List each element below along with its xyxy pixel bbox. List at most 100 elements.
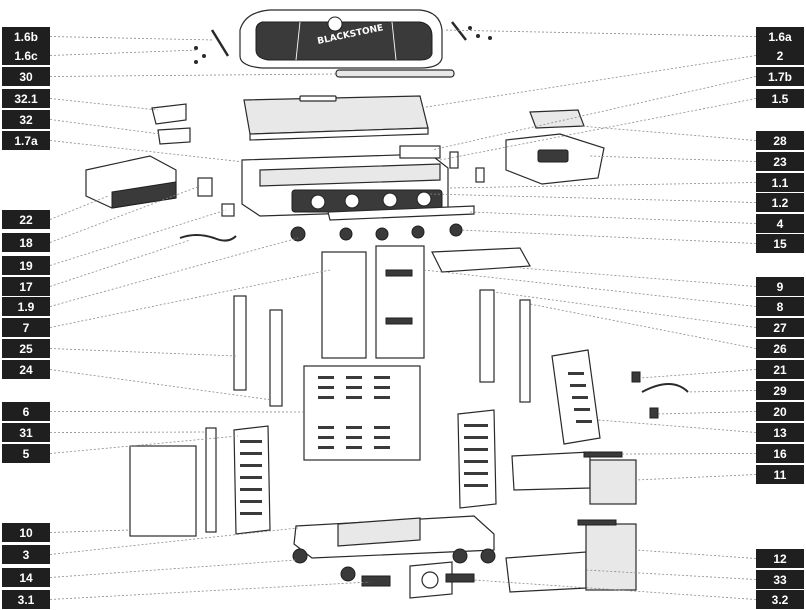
callout-number: 18 (19, 236, 33, 250)
callout-number: 5 (23, 447, 30, 461)
leader-line (49, 369, 273, 401)
callout-box (2, 523, 50, 542)
callout-box (2, 110, 50, 129)
callout-box (756, 297, 804, 316)
part-callout-17: 17 (2, 277, 50, 296)
callout-box (756, 318, 804, 337)
callout-number: 1.1 (772, 176, 789, 190)
part-callout-32-1: 32.1 (2, 89, 50, 108)
callout-box (2, 27, 50, 46)
griddle-plate (243, 95, 429, 141)
callout-box (2, 318, 50, 337)
callout-box (756, 131, 804, 150)
callout-box (2, 256, 50, 275)
callout-box (756, 339, 804, 358)
part-callout-19: 19 (2, 256, 50, 275)
part-callout-1-6c: 1.6c (2, 46, 50, 65)
part-callout-15: 15 (756, 234, 804, 253)
leader-line (49, 98, 159, 111)
leader-line (429, 193, 757, 203)
part-callout-32: 32 (2, 110, 50, 129)
callout-box (2, 339, 50, 358)
part-callout-21: 21 (756, 360, 804, 379)
callout-box (2, 233, 50, 252)
callout-box (2, 210, 50, 229)
leader-line (49, 527, 299, 555)
callout-number: 9 (777, 280, 784, 294)
leader-line (621, 453, 757, 455)
callout-box (756, 234, 804, 253)
part-callout-20: 20 (756, 402, 804, 421)
callout-number: 1.9 (18, 300, 35, 314)
callout-number: 1.5 (772, 92, 789, 106)
callout-number: 12 (773, 552, 787, 566)
callout-box (2, 444, 50, 463)
leader-line (49, 209, 227, 266)
leader-line (439, 98, 757, 161)
callout-number: 19 (19, 259, 33, 273)
callout-number: 7 (23, 321, 30, 335)
callout-box (756, 89, 804, 108)
part-callout-1-2: 1.2 (756, 193, 804, 212)
part-callout-28: 28 (756, 131, 804, 150)
leader-line (635, 474, 757, 481)
part-callout-1-1: 1.1 (756, 173, 804, 192)
leader-line (49, 269, 331, 328)
callout-box (2, 46, 50, 65)
leader-line (49, 36, 215, 41)
leader-line (493, 291, 757, 328)
leader-line (585, 569, 757, 580)
callout-box (2, 402, 50, 421)
callout-number: 20 (773, 405, 787, 419)
callout-box (756, 173, 804, 192)
callout-number: 25 (19, 342, 33, 356)
callout-number: 16 (773, 447, 787, 461)
callout-box (756, 381, 804, 400)
callout-box (2, 590, 50, 609)
leader-line (431, 76, 757, 151)
callout-number: 10 (19, 526, 33, 540)
part-callout-2: 2 (756, 46, 804, 65)
part-callout-7: 7 (2, 318, 50, 337)
callout-number: 29 (773, 384, 787, 398)
leader-line (49, 185, 201, 243)
part-callout-1-6b: 1.6b (2, 27, 50, 46)
leader-line (49, 119, 161, 135)
callout-number: 3.1 (18, 593, 35, 607)
callout-box (756, 193, 804, 212)
leader-line (49, 237, 299, 307)
part-callout-11: 11 (756, 465, 804, 484)
part-callout-33: 33 (756, 570, 804, 589)
leader-line (49, 73, 337, 77)
part-callout-4: 4 (756, 214, 804, 233)
leader-line (447, 182, 757, 189)
callout-box (756, 46, 804, 65)
part-callout-1-6a: 1.6a (756, 27, 804, 46)
leader-line (589, 155, 757, 162)
leader-line (49, 195, 109, 220)
callout-number: 26 (773, 342, 787, 356)
callout-box (756, 360, 804, 379)
leader-line (49, 559, 297, 578)
part-callout-1-7b: 1.7b (756, 67, 804, 86)
leader-line (49, 49, 199, 56)
callout-number: 1.6a (768, 30, 792, 44)
callout-box (756, 402, 804, 421)
leader-line (529, 303, 757, 349)
callout-box (2, 423, 50, 442)
part-callout-9: 9 (756, 277, 804, 296)
callout-number: 6 (23, 405, 30, 419)
part-callout-6: 6 (2, 402, 50, 421)
part-callout-8: 8 (756, 297, 804, 316)
callout-box (756, 444, 804, 463)
callout-number: 21 (773, 363, 787, 377)
callout-number: 13 (773, 426, 787, 440)
leader-line (639, 369, 757, 379)
leader-line (579, 125, 757, 141)
leader-line (49, 431, 207, 433)
part-callout-5: 5 (2, 444, 50, 463)
callout-number: 17 (19, 280, 33, 294)
leader-line (597, 419, 757, 433)
grill-parts-drawing: BLACKSTONE (85, 9, 689, 599)
